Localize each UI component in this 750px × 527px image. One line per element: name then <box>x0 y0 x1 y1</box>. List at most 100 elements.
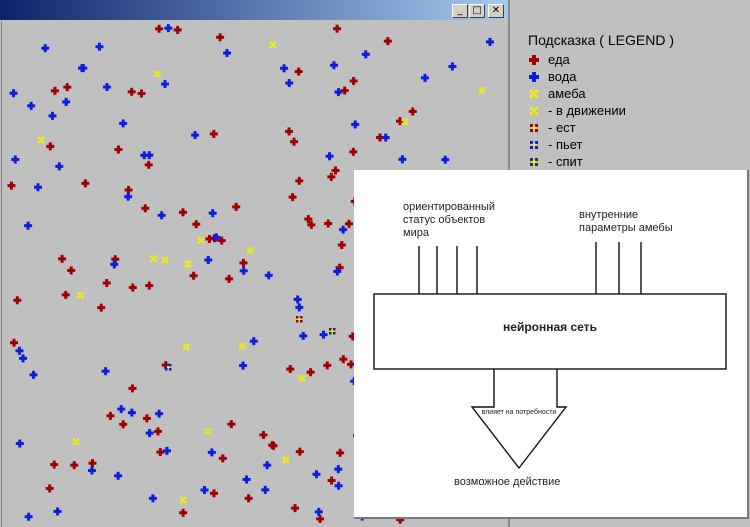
maximize-button[interactable]: □ <box>469 4 485 18</box>
food-cross-icon <box>244 494 253 503</box>
food-cross-icon <box>46 142 55 151</box>
diagram-drawing <box>373 242 727 470</box>
food-cross-icon <box>306 368 315 377</box>
legend-label: - пьет <box>548 137 583 152</box>
amoeba-eating-icon <box>296 316 303 323</box>
input-label-right: внутренние параметры амебы <box>579 209 673 234</box>
food-cross-icon <box>141 204 150 213</box>
food-cross-icon <box>63 83 72 92</box>
food-cross-icon <box>45 484 54 493</box>
water-cross-icon <box>249 337 258 346</box>
legend-item-amoeba: амеба <box>528 85 674 102</box>
water-cross-icon <box>299 331 308 340</box>
amoeba-drinking-icon <box>530 140 538 149</box>
water-cross-icon <box>334 88 343 97</box>
water-cross-icon <box>124 192 133 201</box>
food-cross-icon <box>396 515 405 524</box>
water-cross-icon <box>329 61 338 70</box>
water-cross-icon <box>314 507 323 516</box>
amoeba-icon <box>180 497 187 504</box>
amoeba-icon <box>161 256 169 264</box>
amoeba-sleeping-icon <box>329 328 336 335</box>
water-cross-icon <box>9 89 18 98</box>
amoeba-icon <box>478 86 485 94</box>
water-cross-icon <box>319 330 328 339</box>
food-cross-icon <box>323 361 332 370</box>
food-cross-icon <box>529 54 539 65</box>
food-cross-icon <box>290 137 299 146</box>
minimize-button[interactable]: _ <box>452 4 468 18</box>
food-cross-icon <box>337 241 346 250</box>
legend-item-sleeping: - спит <box>528 153 674 170</box>
water-cross-icon <box>11 155 20 164</box>
water-cross-icon <box>95 42 104 51</box>
water-cross-icon <box>15 439 24 448</box>
food-cross-icon <box>307 220 316 229</box>
water-cross-icon <box>55 162 64 171</box>
food-cross-icon <box>408 107 417 116</box>
food-cross-icon <box>137 89 146 98</box>
food-cross-icon <box>7 181 16 190</box>
amoeba-icon <box>239 342 246 350</box>
amoeba-icon <box>197 236 204 244</box>
water-cross-icon <box>155 409 164 418</box>
food-cross-icon <box>111 255 120 264</box>
water-cross-icon <box>264 271 273 280</box>
food-cross-icon <box>316 514 325 523</box>
food-cross-icon <box>119 420 128 429</box>
amoeba-eating-icon <box>530 123 538 132</box>
food-cross-icon <box>67 266 76 275</box>
food-cross-icon <box>192 220 201 229</box>
water-cross-icon <box>87 466 96 475</box>
food-cross-icon <box>209 129 218 138</box>
food-cross-icon <box>142 414 151 423</box>
water-cross-icon <box>145 151 154 160</box>
food-cross-icon <box>97 303 106 312</box>
amoeba-icon <box>246 247 254 254</box>
food-cross-icon <box>13 296 22 305</box>
close-button[interactable]: ✕ <box>488 4 504 18</box>
water-cross-icon <box>53 507 62 516</box>
legend-label: еда <box>548 52 570 67</box>
food-cross-icon <box>218 454 227 463</box>
legend-item-food: еда <box>528 51 674 68</box>
neural-network-diagram: ориентированный статус объектов мира вну… <box>354 170 749 519</box>
food-cross-icon <box>70 461 79 470</box>
food-cross-icon <box>217 236 226 245</box>
food-cross-icon <box>179 508 188 517</box>
water-cross-icon <box>140 151 149 160</box>
food-cross-icon <box>173 25 182 34</box>
amoeba-icon <box>150 255 157 262</box>
water-cross-icon <box>33 183 42 192</box>
water-cross-icon <box>334 481 343 490</box>
food-cross-icon <box>345 219 354 228</box>
network-label: нейронная сеть <box>503 320 597 334</box>
water-cross-icon <box>381 133 390 142</box>
legend-label: вода <box>548 69 577 84</box>
window-titlebar[interactable]: _ □ ✕ <box>0 0 508 20</box>
water-cross-icon <box>333 267 342 276</box>
food-cross-icon <box>349 76 358 85</box>
food-cross-icon <box>239 258 248 267</box>
water-cross-icon <box>101 367 110 376</box>
water-cross-icon <box>339 225 348 234</box>
food-cross-icon <box>285 127 294 136</box>
legend-item-eating: - ест <box>528 119 674 136</box>
food-cross-icon <box>339 355 348 364</box>
water-cross-icon <box>24 221 33 230</box>
water-cross-icon <box>293 295 302 304</box>
food-cross-icon <box>205 234 214 243</box>
amoeba-icon <box>401 118 408 126</box>
water-cross-icon <box>485 37 494 46</box>
food-cross-icon <box>347 360 356 369</box>
food-cross-icon <box>102 278 111 287</box>
water-cross-icon <box>119 119 128 128</box>
food-cross-icon <box>375 133 384 142</box>
water-cross-icon <box>312 470 321 479</box>
food-cross-icon <box>144 160 153 169</box>
water-cross-icon <box>325 152 334 161</box>
amoeba-icon <box>269 41 276 49</box>
input-label-left: ориентированный статус объектов мира <box>403 201 496 239</box>
food-cross-icon <box>216 33 225 42</box>
food-cross-icon <box>336 448 345 457</box>
